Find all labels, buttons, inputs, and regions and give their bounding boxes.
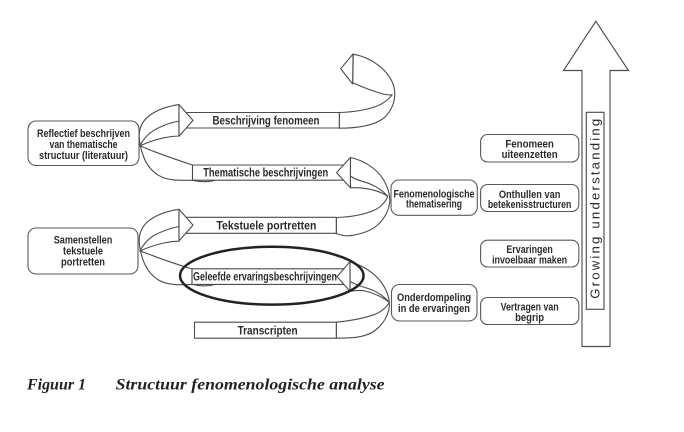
svg-text:Thematische beschrijvingen: Thematische beschrijvingen: [203, 168, 328, 180]
svg-text:Onderdompeling: Onderdompeling: [397, 292, 471, 304]
svg-text:in de ervaringen: in de ervaringen: [398, 303, 470, 315]
svg-text:betekenisstructuren: betekenisstructuren: [488, 199, 572, 211]
svg-text:thematisering: thematisering: [406, 199, 462, 211]
svg-text:Fenomenologische: Fenomenologische: [394, 189, 475, 201]
svg-text:Geleefde ervaringsbeschrijving: Geleefde ervaringsbeschrijvingen: [193, 272, 337, 284]
svg-text:Ervaringen: Ervaringen: [506, 244, 553, 256]
svg-text:van thematische: van thematische: [50, 139, 118, 151]
svg-text:tekstuele: tekstuele: [63, 246, 103, 258]
svg-text:Fenomeen: Fenomeen: [505, 138, 554, 150]
svg-text:uiteenzetten: uiteenzetten: [502, 149, 558, 161]
svg-text:Beschrijving fenomeen: Beschrijving fenomeen: [213, 115, 320, 127]
svg-text:Growing understanding: Growing understanding: [588, 119, 603, 299]
svg-text:Transcripten: Transcripten: [238, 325, 298, 337]
svg-text:Samenstellen: Samenstellen: [54, 235, 113, 247]
svg-text:begrip: begrip: [515, 312, 544, 324]
svg-text:Figuur 1: Figuur 1: [26, 377, 86, 394]
svg-text:structuur (literatuur): structuur (literatuur): [39, 150, 128, 162]
svg-text:invoelbaar maken: invoelbaar maken: [492, 254, 567, 266]
svg-text:Onthullen van: Onthullen van: [499, 189, 561, 201]
svg-text:Vertragen van: Vertragen van: [501, 302, 559, 314]
svg-text:Tekstuele portretten: Tekstuele portretten: [216, 220, 316, 232]
svg-text:Reflectief beschrijven: Reflectief beschrijven: [37, 128, 130, 140]
svg-text:portretten: portretten: [61, 257, 105, 269]
svg-text:Structuur fenomenologische ana: Structuur fenomenologische analyse: [116, 377, 385, 394]
